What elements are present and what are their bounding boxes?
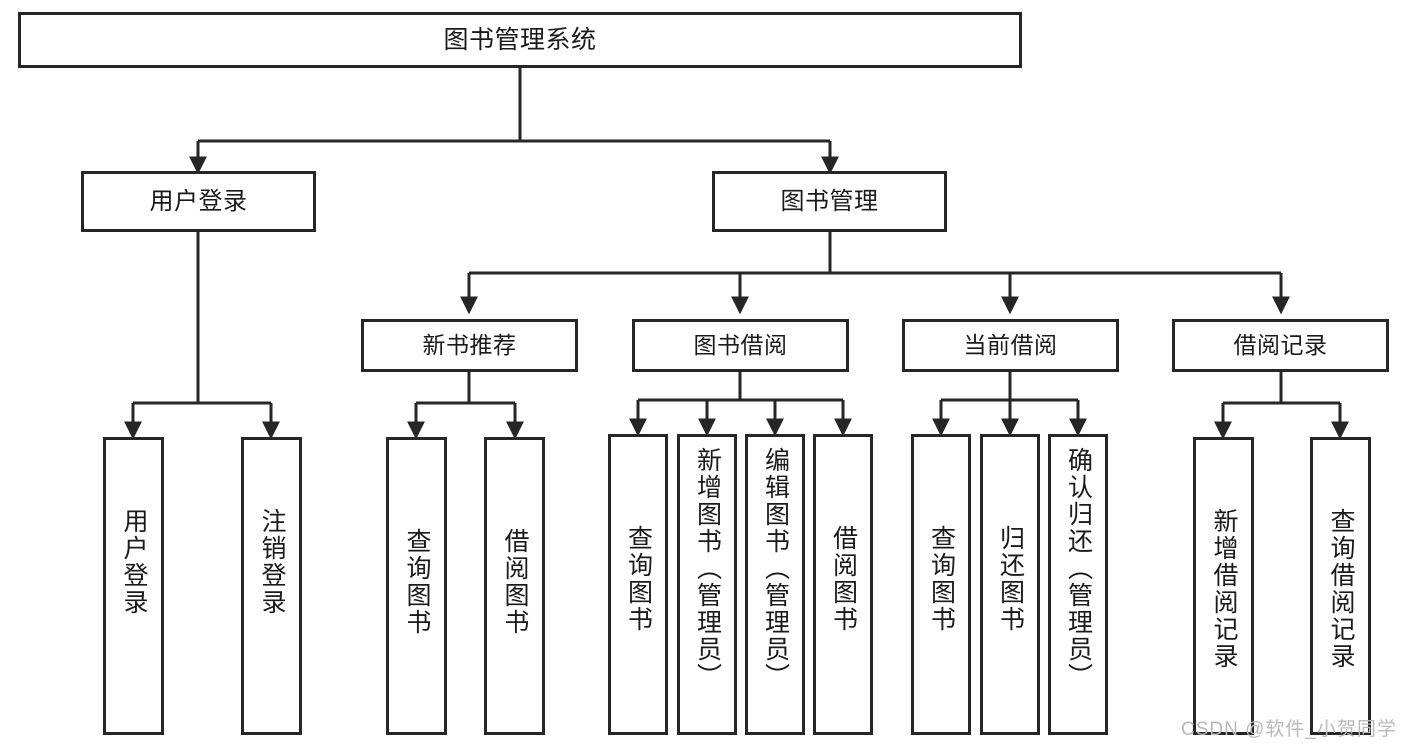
node-label: 查询借阅记录: [1327, 508, 1355, 670]
node-user-login[interactable]: 用户登录: [81, 171, 316, 232]
node-label: 新增图书（管理员）: [693, 447, 722, 690]
node-label: 新书推荐: [422, 332, 517, 359]
leaf-confirm-return-admin[interactable]: 确认归还（管理员）: [1048, 434, 1108, 735]
leaf-user-login[interactable]: 用户登录: [103, 437, 164, 735]
node-label: 借阅图书: [501, 528, 529, 636]
leaf-query-book-current[interactable]: 查询图书: [911, 434, 971, 735]
node-label: 新增借阅记录: [1210, 508, 1238, 670]
node-book-management[interactable]: 图书管理: [712, 171, 947, 232]
leaf-logout[interactable]: 注销登录: [241, 437, 302, 735]
node-label: 查询图书: [624, 525, 653, 633]
node-label: 注销登录: [258, 508, 286, 616]
leaf-add-borrow-record[interactable]: 新增借阅记录: [1193, 437, 1254, 735]
node-label: 图书借阅: [693, 332, 788, 359]
node-label: 查询图书: [403, 528, 431, 636]
leaf-add-book-admin[interactable]: 新增图书（管理员）: [677, 434, 737, 735]
node-label: 借阅记录: [1233, 332, 1328, 359]
node-book-borrow[interactable]: 图书借阅: [632, 319, 849, 372]
node-root-system[interactable]: 图书管理系统: [18, 12, 1022, 68]
node-label: 编辑图书（管理员）: [761, 447, 790, 690]
node-borrow-record[interactable]: 借阅记录: [1172, 319, 1389, 372]
node-label: 查询图书: [927, 525, 956, 633]
node-label: 借阅图书: [829, 525, 858, 633]
leaf-query-borrow-record[interactable]: 查询借阅记录: [1310, 437, 1371, 735]
node-label: 用户登录: [149, 187, 248, 215]
node-current-borrow[interactable]: 当前借阅: [902, 319, 1119, 372]
node-label: 归还图书: [996, 525, 1025, 633]
leaf-edit-book-admin[interactable]: 编辑图书（管理员）: [745, 434, 805, 735]
csdn-watermark: CSDN @软件_小贺同学: [1181, 719, 1397, 740]
node-label: 图书管理系统: [443, 25, 597, 54]
node-new-book-recommend[interactable]: 新书推荐: [361, 319, 578, 372]
leaf-query-book-borrow[interactable]: 查询图书: [608, 434, 668, 735]
leaf-borrow-book[interactable]: 借阅图书: [813, 434, 873, 735]
node-label: 图书管理: [780, 187, 879, 215]
leaf-return-book[interactable]: 归还图书: [980, 434, 1040, 735]
node-label: 确认归还（管理员）: [1064, 447, 1093, 690]
leaf-borrow-book-recommend[interactable]: 借阅图书: [484, 437, 545, 735]
leaf-query-book-recommend[interactable]: 查询图书: [386, 437, 447, 735]
node-label: 当前借阅: [963, 332, 1058, 359]
node-label: 用户登录: [120, 508, 148, 616]
